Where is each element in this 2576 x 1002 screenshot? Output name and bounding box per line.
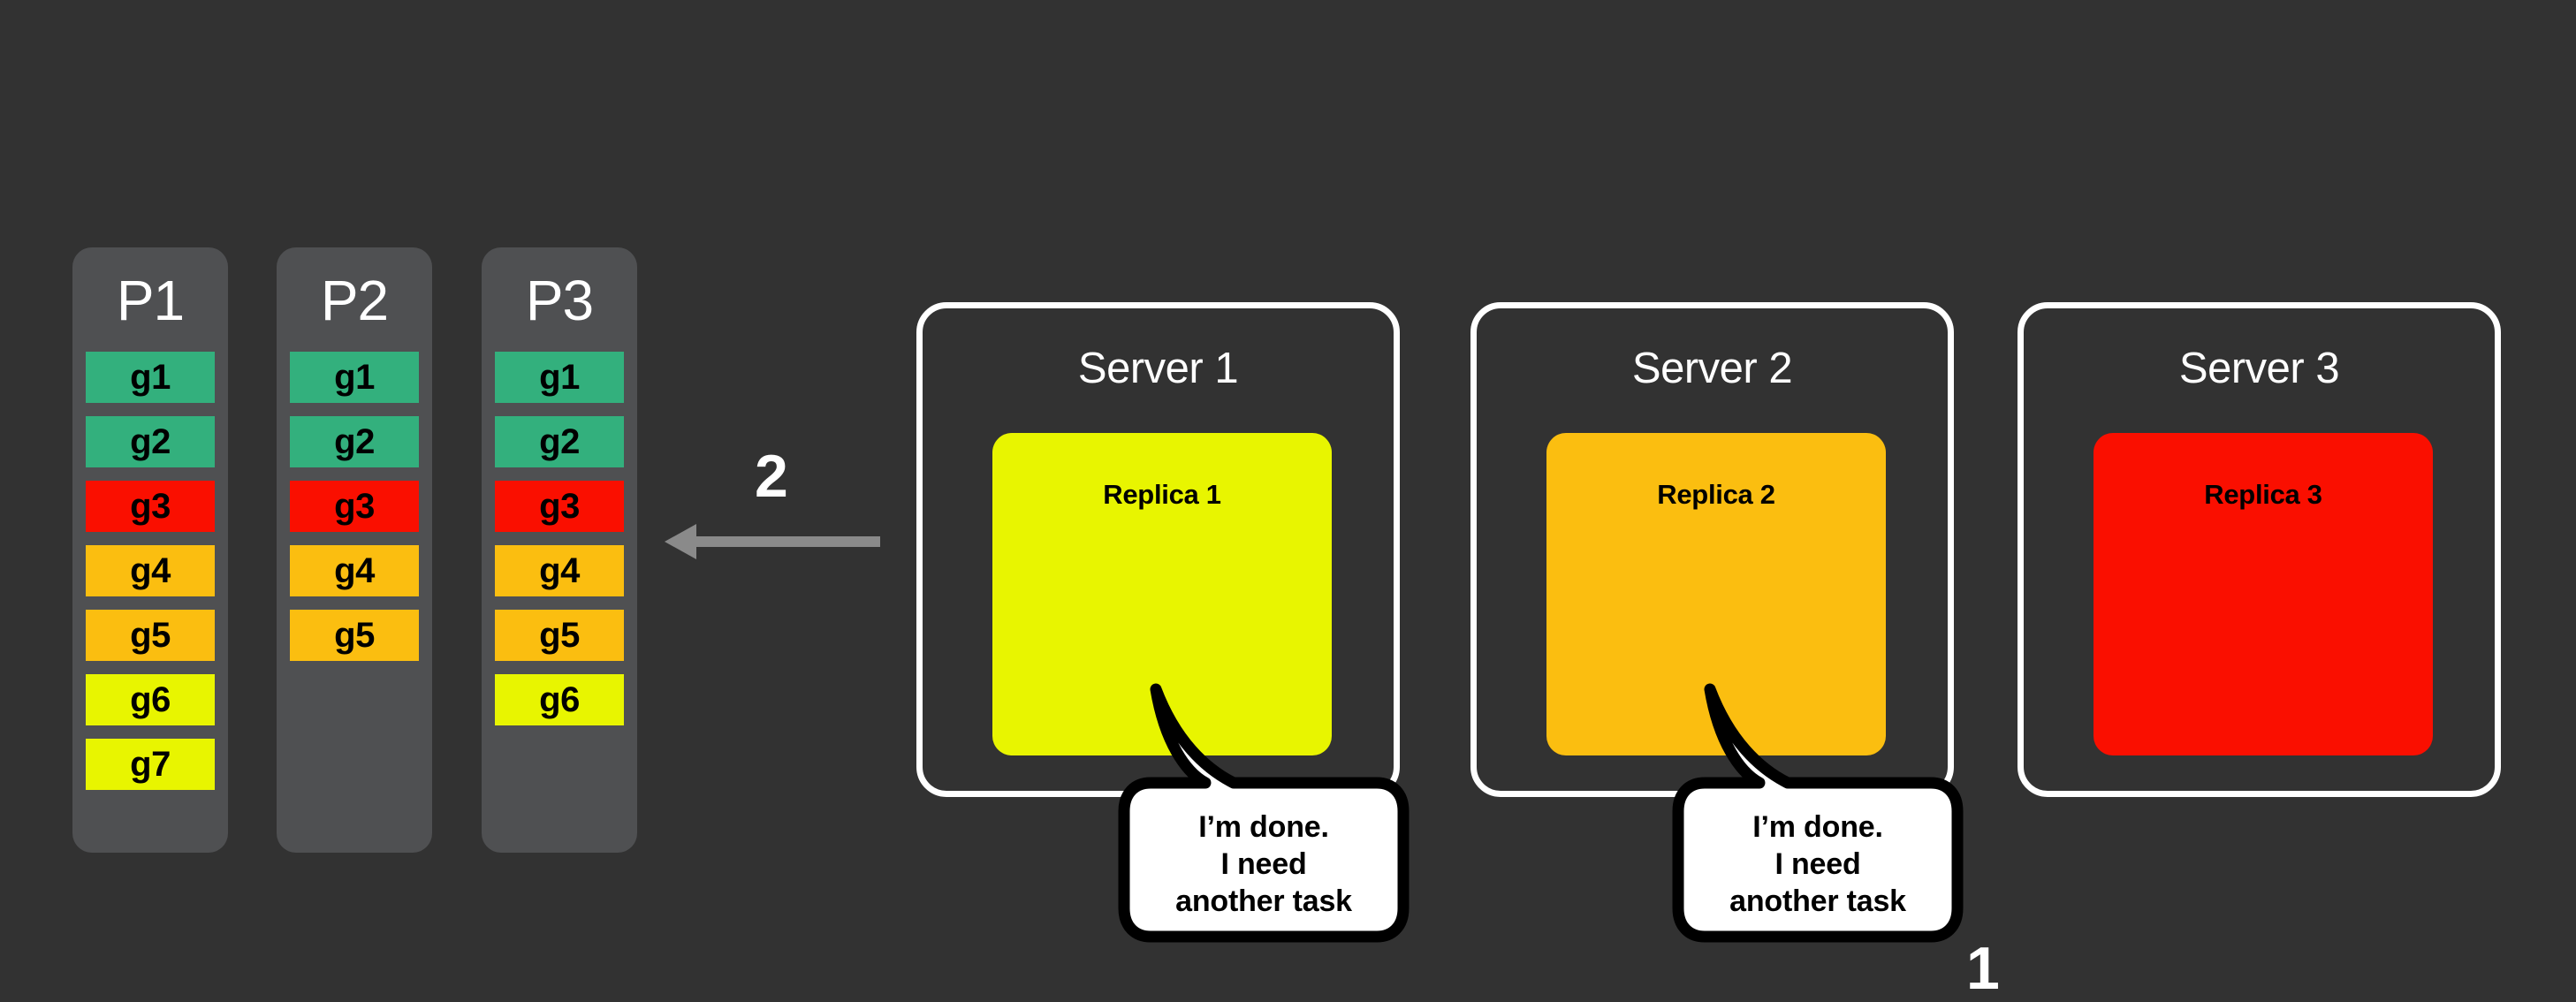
task-block: g5 — [495, 610, 624, 661]
partition-block-list: g1 g2 g3 g4 g5 g6 g7 — [86, 352, 215, 790]
task-block: g6 — [495, 674, 624, 725]
arrow-left-icon — [665, 524, 880, 559]
task-block: g5 — [290, 610, 419, 661]
task-block: g1 — [86, 352, 215, 403]
partition-block-list: g1 g2 g3 g4 g5 g6 — [495, 352, 624, 725]
speech-bubble-server-1: I’m done. I need another task — [1110, 680, 1410, 945]
partition-column-p2: P2 g1 g2 g3 g4 g5 — [277, 247, 432, 853]
speech-bubble-text: I’m done. I need another task — [1729, 810, 1906, 919]
partition-title: P3 — [525, 269, 594, 332]
task-block: g3 — [290, 481, 419, 532]
step-number-2-label: 2 — [755, 443, 788, 510]
server-title: Server 2 — [1631, 345, 1793, 392]
replica-label: Replica 3 — [2204, 479, 2322, 510]
task-block: g5 — [86, 610, 215, 661]
task-block: g1 — [495, 352, 624, 403]
partition-title: P1 — [116, 269, 185, 332]
replica-box-3: Replica 3 — [2093, 433, 2433, 755]
partition-column-p1: P1 g1 g2 g3 g4 g5 g6 g7 — [72, 247, 228, 853]
task-block: g2 — [290, 416, 419, 467]
server-title: Server 3 — [2178, 345, 2340, 392]
step-number-1-label: 1 — [1966, 935, 2000, 1002]
task-block: g3 — [495, 481, 624, 532]
replica-label: Replica 2 — [1657, 479, 1775, 510]
speech-bubble-shape — [1672, 683, 1964, 943]
task-block: g3 — [86, 481, 215, 532]
partition-title: P2 — [320, 269, 389, 332]
task-block: g6 — [86, 674, 215, 725]
transfer-arrow-group: 2 — [661, 446, 882, 566]
replica-label: Replica 1 — [1103, 479, 1221, 510]
task-block: g7 — [86, 739, 215, 790]
partition-block-list: g1 g2 g3 g4 g5 — [290, 352, 419, 661]
task-block: g4 — [86, 545, 215, 596]
partition-column-p3: P3 g1 g2 g3 g4 g5 g6 — [482, 247, 637, 853]
task-block: g2 — [86, 416, 215, 467]
task-block: g1 — [290, 352, 419, 403]
speech-bubble-server-2: I’m done. I need another task — [1664, 680, 1964, 945]
speech-bubble-shape — [1118, 683, 1410, 943]
speech-bubble-text: I’m done. I need another task — [1175, 810, 1352, 919]
task-block: g2 — [495, 416, 624, 467]
task-block: g4 — [290, 545, 419, 596]
task-block: g4 — [495, 545, 624, 596]
server-title: Server 1 — [1077, 345, 1239, 392]
